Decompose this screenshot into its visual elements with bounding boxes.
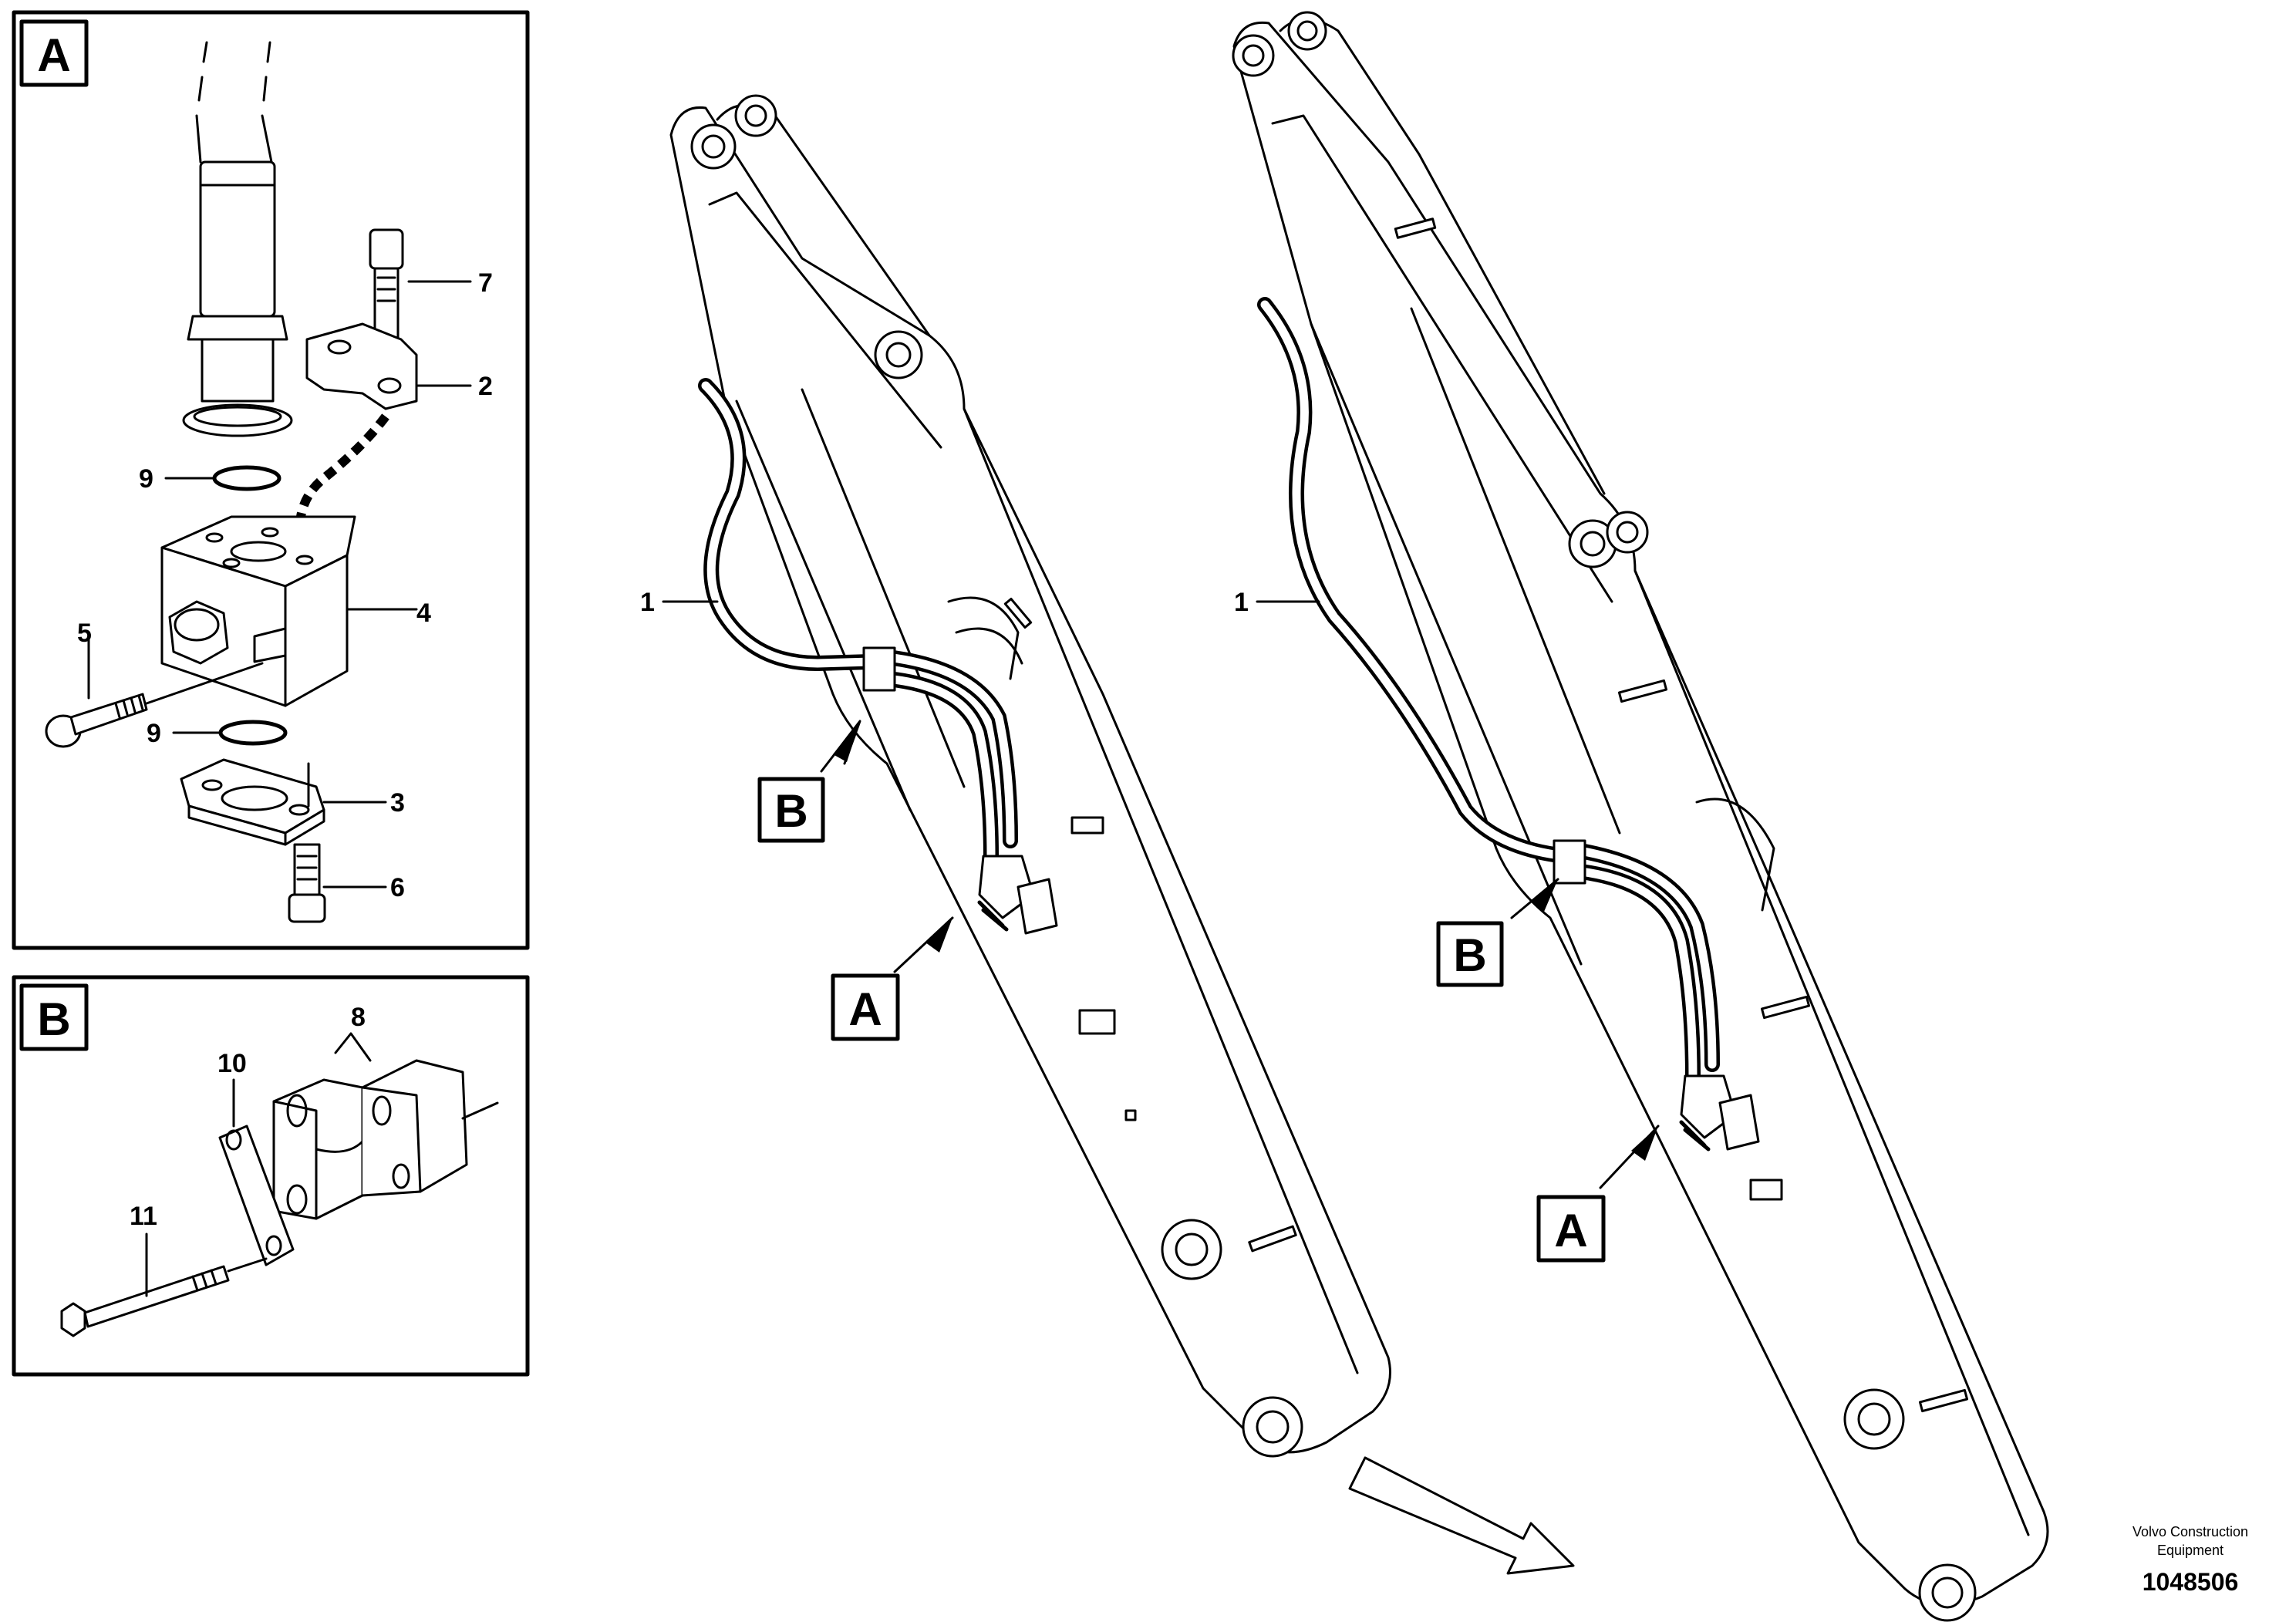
bolt-5 [45, 635, 264, 748]
boom-right-tag-b: B [1436, 878, 1559, 987]
detail-a-tag: A [37, 29, 70, 81]
plate-10 [218, 1078, 295, 1266]
boom-right-callout-1: 1 [1234, 588, 1249, 617]
svg-text:B: B [774, 785, 807, 837]
callout-3: 3 [390, 788, 405, 818]
svg-text:A: A [1554, 1205, 1587, 1256]
arrow-right-down-icon [1348, 1456, 1575, 1575]
detail-b-tag-box [19, 983, 89, 1051]
boom-left-tag-b: B [757, 720, 861, 843]
callout-9-top: 9 [139, 464, 153, 494]
callout-6: 6 [390, 873, 405, 902]
boom-right-tag-a: A [1536, 1125, 1660, 1263]
boom-left [662, 94, 1391, 1458]
hose-end-fitting [182, 41, 293, 437]
bolt-6 [288, 843, 387, 923]
callout-8: 8 [351, 1003, 366, 1032]
callout-7: 7 [478, 268, 493, 298]
detail-b-panel: B 8 10 [12, 975, 530, 1377]
bolt-11 [60, 1233, 268, 1337]
manifold-block-4 [160, 515, 418, 707]
brand-line-2: Equipment [2157, 1543, 2224, 1558]
flange-3 [180, 758, 387, 846]
boom-right [1232, 11, 2049, 1622]
boom-left-callout-1: 1 [640, 588, 655, 617]
detail-b-tag: B [37, 993, 70, 1045]
o-ring-9-top [164, 465, 282, 491]
boom-left-tag-a: A [831, 916, 954, 1041]
o-ring-9-bottom [172, 720, 288, 746]
document-number: 1048506 [2143, 1568, 2239, 1596]
svg-text:B: B [1453, 929, 1486, 981]
callout-2: 2 [478, 372, 493, 401]
callout-10: 10 [217, 1049, 247, 1078]
callout-4: 4 [416, 599, 431, 628]
brand-line-1: Volvo Construction [2132, 1524, 2248, 1539]
detail-a-panel: A 7 2 [12, 10, 530, 950]
callout-5: 5 [77, 619, 92, 648]
svg-text:A: A [848, 983, 882, 1035]
detail-a-tag-box [19, 19, 89, 87]
callout-9-bottom: 9 [147, 719, 161, 748]
clamp-2 [296, 322, 472, 518]
callout-11: 11 [130, 1202, 157, 1231]
clamp-halves-8 [272, 1032, 499, 1220]
